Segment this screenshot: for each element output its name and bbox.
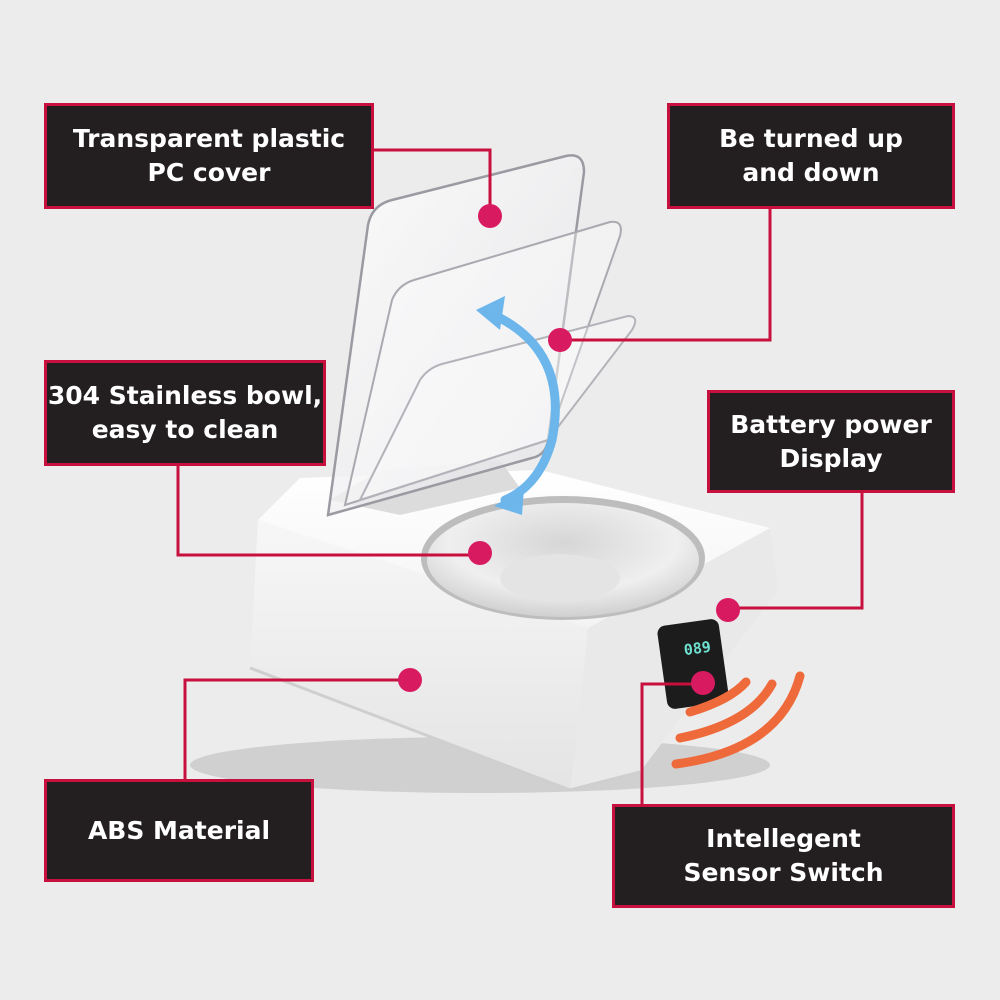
lid-mid [343, 220, 622, 507]
line-battery [728, 493, 864, 610]
dot-sensor [691, 671, 715, 695]
label-battery-line1: Battery power [730, 409, 932, 439]
battery-display [657, 619, 729, 709]
display-digits: 089 [683, 638, 712, 660]
feeder-base-trim [249, 666, 641, 792]
label-battery-line2: Display [779, 443, 883, 473]
sensor-wave-2 [675, 679, 777, 743]
dot-cover [478, 204, 502, 228]
line-turn [560, 209, 772, 342]
label-sensor-switch: Intellegent Sensor Switch [612, 804, 955, 908]
feeder-body-left [250, 520, 588, 790]
rotate-arrow [487, 309, 560, 505]
lid-open [326, 154, 586, 517]
label-turn-line2: and down [742, 158, 880, 187]
label-bowl-line1: 304 Stainless bowl, [47, 381, 323, 411]
label-abs-material: ABS Material [44, 779, 314, 882]
label-sensor-line2: Sensor Switch [683, 858, 884, 887]
label-abs-line1: ABS Material [87, 815, 271, 845]
label-turned-up-down: Be turned up and down [667, 103, 955, 209]
dot-battery [716, 598, 740, 622]
sensor-wave-3 [671, 671, 805, 769]
rotate-arrowhead-top [476, 296, 505, 330]
dot-turn [548, 328, 572, 352]
label-stainless-bowl: 304 Stainless bowl, easy to clean [44, 360, 326, 466]
label-turn-line1: Be turned up [719, 124, 903, 154]
dot-bowl [468, 541, 492, 565]
dot-abs [398, 668, 422, 692]
label-cover-line1: Transparent plastic [72, 124, 346, 154]
rotate-arrowhead-bottom [494, 488, 524, 515]
line-abs [183, 678, 408, 779]
line-bowl [176, 466, 478, 557]
label-transparent-cover: Transparent plastic PC cover [44, 103, 374, 209]
label-bowl-line2: easy to clean [91, 415, 279, 444]
bowl-bottom [500, 554, 620, 602]
callout-lines [176, 148, 864, 804]
label-battery-display: Battery power Display [707, 390, 955, 493]
callout-dots [398, 204, 740, 695]
label-cover-line2: PC cover [147, 158, 271, 187]
line-sensor [640, 682, 700, 804]
label-sensor-line1: Intellegent [706, 824, 861, 854]
line-cover [374, 148, 492, 215]
lid-low [358, 314, 637, 502]
sensor-wave-1 [685, 677, 751, 717]
